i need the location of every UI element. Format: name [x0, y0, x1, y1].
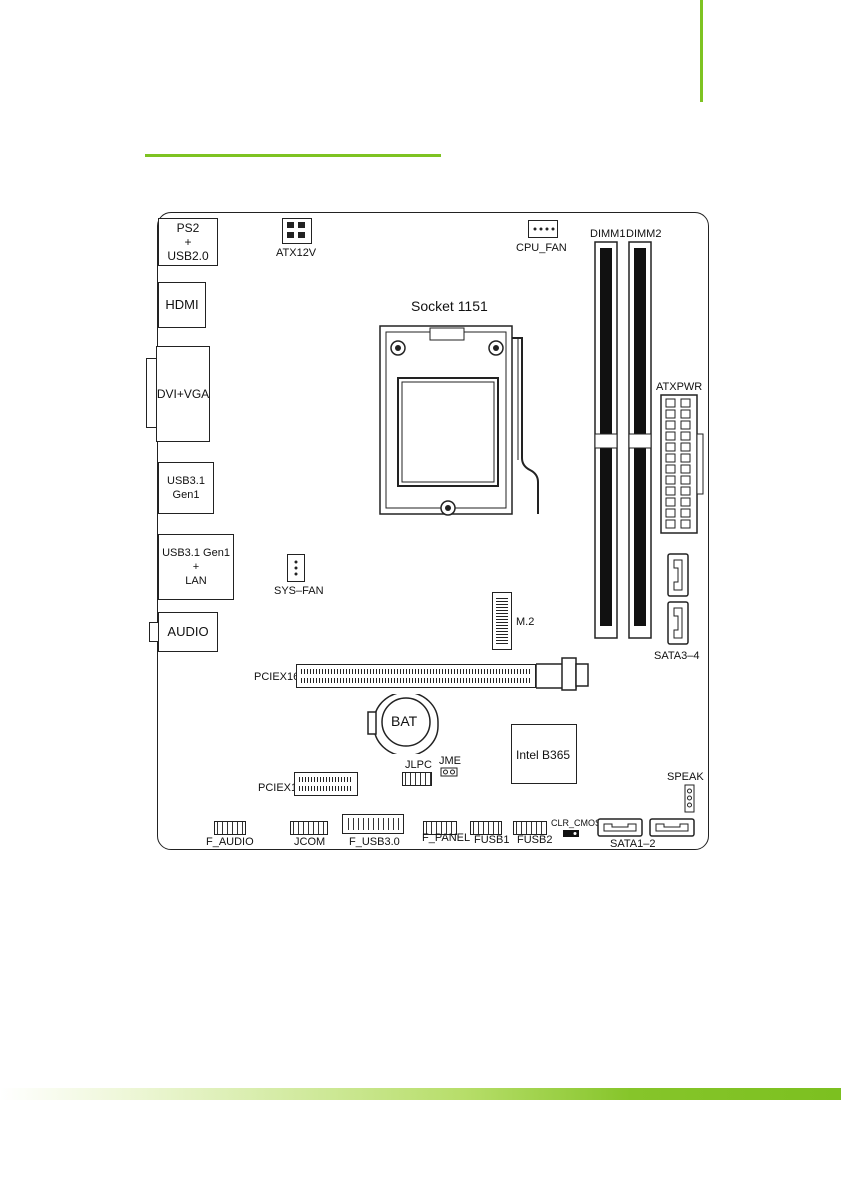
atxpwr-pin — [666, 443, 675, 451]
clr-cmos-label: CLR_CMOS — [551, 818, 601, 828]
cpu-fan-header — [528, 220, 558, 238]
pciex16-pins-top — [301, 669, 531, 674]
dvi-vga-label: DVI+VGA — [157, 387, 209, 401]
atxpwr-pin — [681, 465, 690, 473]
jlpc-label: JLPC — [405, 759, 432, 771]
pciex16-label: PCIEX16 — [254, 671, 299, 683]
dimm2-label: DIMM2 — [626, 228, 661, 240]
f-audio-header — [214, 821, 246, 835]
atxpwr-pin — [681, 509, 690, 517]
fusb1-label: FUSB1 — [474, 834, 509, 846]
pciex16-pins-bottom — [301, 678, 531, 683]
atxpwr-pin — [681, 399, 690, 407]
jcom-header — [290, 821, 328, 835]
audio-port: AUDIO — [158, 612, 218, 652]
dvi-vga-port: DVI+VGA — [156, 346, 210, 442]
atxpwr-pin — [666, 421, 675, 429]
sata34-label: SATA3–4 — [654, 650, 699, 662]
atxpwr-label: ATXPWR — [656, 381, 702, 393]
audio-label: AUDIO — [167, 625, 208, 639]
usb31-lan-port: USB3.1 Gen1 + LAN — [158, 534, 234, 600]
sata12-label: SATA1–2 — [610, 838, 655, 850]
battery-label: BAT — [391, 713, 417, 729]
footer-gradient-bar — [0, 1088, 841, 1100]
atxpwr-pin — [666, 454, 675, 462]
cpu-socket — [372, 318, 552, 524]
usb31-port: USB3.1 Gen1 — [158, 462, 214, 514]
usb31-label: USB3.1 Gen1 — [159, 474, 213, 502]
m2-pins — [496, 596, 508, 644]
pciex16-latch — [536, 656, 592, 692]
atxpwr-pin — [681, 421, 690, 429]
f-audio-label: F_AUDIO — [206, 836, 254, 848]
jme-jumper — [440, 767, 460, 777]
hdmi-port: HDMI — [158, 282, 206, 328]
pciex1-label: PCIEX1 — [258, 782, 297, 794]
cpu-fan-pins — [529, 221, 556, 236]
f-usb30-label: F_USB3.0 — [349, 836, 400, 848]
atxpwr-pin — [666, 476, 675, 484]
sata12-ports — [596, 817, 698, 839]
jlpc-header — [402, 772, 432, 786]
f-usb30-header — [342, 814, 404, 834]
atx12v-label: ATX12V — [276, 247, 316, 259]
accent-vertical-line — [700, 0, 703, 102]
fusb2-header — [513, 821, 547, 835]
atxpwr-pin — [681, 498, 690, 506]
speak-label: SPEAK — [667, 771, 704, 783]
dimm-slots — [590, 240, 660, 642]
accent-underline — [145, 154, 441, 157]
atxpwr-pin — [681, 520, 690, 528]
atxpwr-pin — [666, 399, 675, 407]
jme-label: JME — [439, 755, 461, 767]
clr-cmos-jumper — [562, 829, 582, 839]
atxpwr-pin — [666, 465, 675, 473]
atxpwr-pin — [666, 509, 675, 517]
sys-fan-pins — [288, 555, 303, 580]
socket-label: Socket 1151 — [411, 298, 488, 314]
fusb2-label: FUSB2 — [517, 834, 552, 846]
ps2-usb-port: PS2 + USB2.0 — [158, 218, 218, 266]
chipset-label: Intel B365 — [516, 748, 570, 762]
jcom-label: JCOM — [294, 836, 325, 848]
atxpwr-pin — [681, 454, 690, 462]
f-usb30-pins — [346, 818, 400, 830]
m2-slot — [492, 592, 512, 650]
m2-label: M.2 — [516, 616, 534, 628]
speak-header — [684, 784, 696, 814]
atxpwr-pin — [666, 410, 675, 418]
atxpwr-pin — [666, 432, 675, 440]
atx12v-pins — [283, 219, 310, 242]
atxpwr-pin — [666, 487, 675, 495]
audio-flange — [149, 622, 158, 642]
pciex1-pins-bottom — [299, 786, 353, 791]
atxpwr-pin — [681, 476, 690, 484]
usb31-lan-label: USB3.1 Gen1 + LAN — [162, 546, 230, 588]
hdmi-label: HDMI — [165, 298, 198, 312]
sata34-ports — [666, 552, 692, 646]
atxpwr-pin — [681, 410, 690, 418]
atxpwr-connector — [660, 394, 706, 536]
atxpwr-pin — [681, 432, 690, 440]
sys-fan-label: SYS–FAN — [274, 585, 324, 597]
ps2-usb-label: PS2 + USB2.0 — [167, 221, 208, 263]
atxpwr-pin — [666, 498, 675, 506]
atxpwr-pin — [666, 520, 675, 528]
pciex1-slot — [294, 772, 358, 796]
atxpwr-pin — [681, 443, 690, 451]
dvi-vga-flange — [146, 358, 156, 428]
atxpwr-pin — [681, 487, 690, 495]
cpu-fan-label: CPU_FAN — [516, 242, 567, 254]
sys-fan-header — [287, 554, 305, 582]
fusb1-header — [470, 821, 502, 835]
f-panel-label: F_PANEL — [422, 832, 470, 844]
pciex16-slot — [296, 664, 536, 688]
dimm1-label: DIMM1 — [590, 228, 625, 240]
atx12v-connector — [282, 218, 312, 244]
pciex1-pins-top — [299, 777, 353, 782]
